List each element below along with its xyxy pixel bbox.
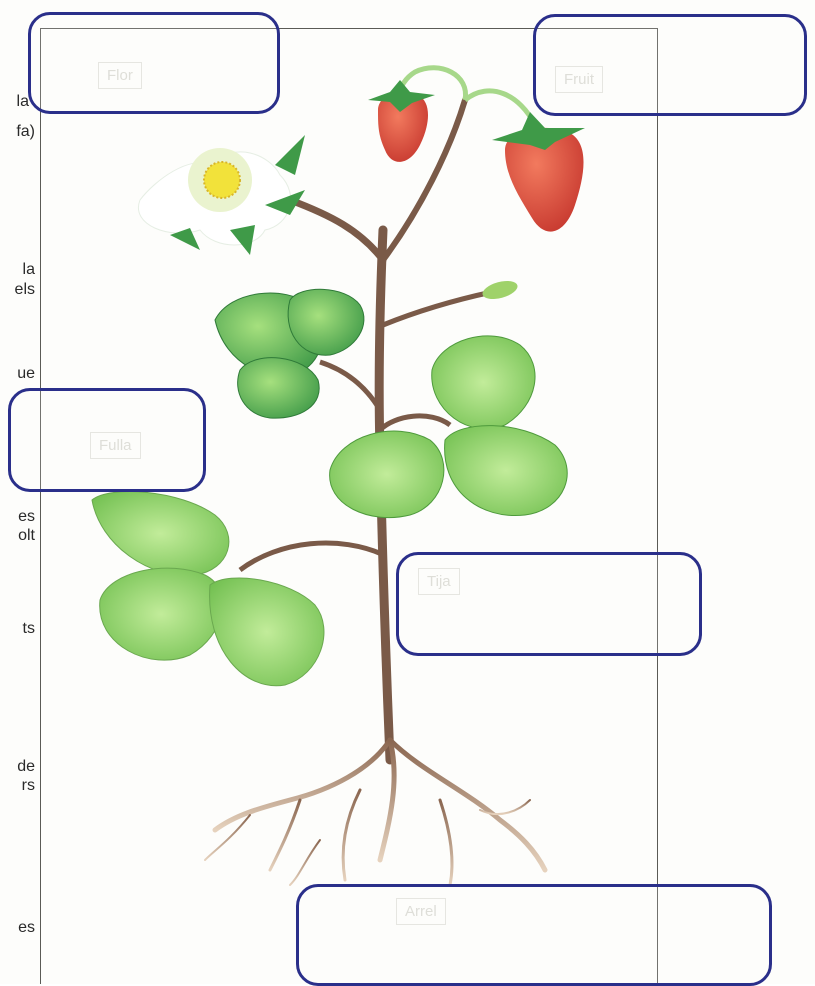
right-upper-leaf [432,336,535,429]
strawberry-large [492,112,585,232]
branch-left-leaf [320,362,380,410]
roots [205,740,545,885]
flower-center [204,162,240,198]
flower-label-box[interactable] [28,12,280,114]
leaf-label-box[interactable] [8,388,206,492]
fruit-runner-right [465,91,535,125]
lower-left-leaf [92,492,324,686]
flower [138,135,305,255]
middle-leaf-cluster [330,426,568,518]
fruit-label-box[interactable] [533,14,807,116]
branch-to-bud [383,292,492,325]
branch-right-leaf [380,416,450,430]
flower-bud [481,278,520,303]
upper-left-leaf [215,289,364,418]
branch-lower-leaf [240,543,384,570]
root-label-box[interactable] [296,884,772,986]
strawberry-small [368,80,435,162]
stem-label-box[interactable] [396,552,702,656]
branch-to-flower [290,200,383,260]
